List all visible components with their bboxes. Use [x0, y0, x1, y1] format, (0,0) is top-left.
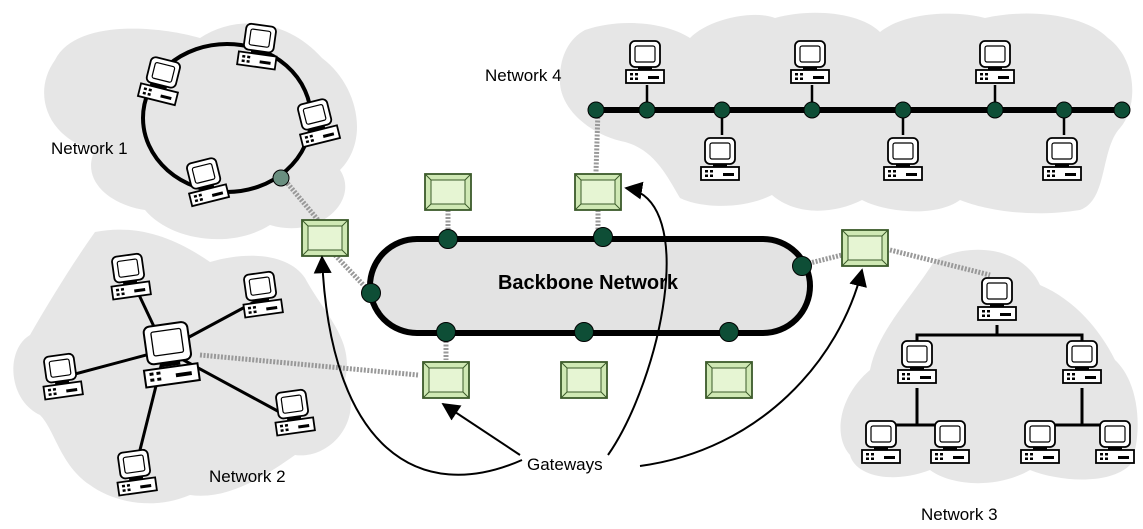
- network-2-label: Network 2: [209, 467, 286, 486]
- network-4-label: Network 4: [485, 66, 562, 85]
- backbone-label: Backbone Network: [498, 272, 679, 294]
- gateway-arrows: [313, 181, 867, 476]
- network-1-label: Network 1: [51, 139, 128, 158]
- network-1-node: [272, 169, 290, 187]
- network-3-label: Network 3: [921, 505, 998, 524]
- connection-nodes: [361, 101, 1131, 342]
- gateways-label: Gateways: [527, 455, 603, 474]
